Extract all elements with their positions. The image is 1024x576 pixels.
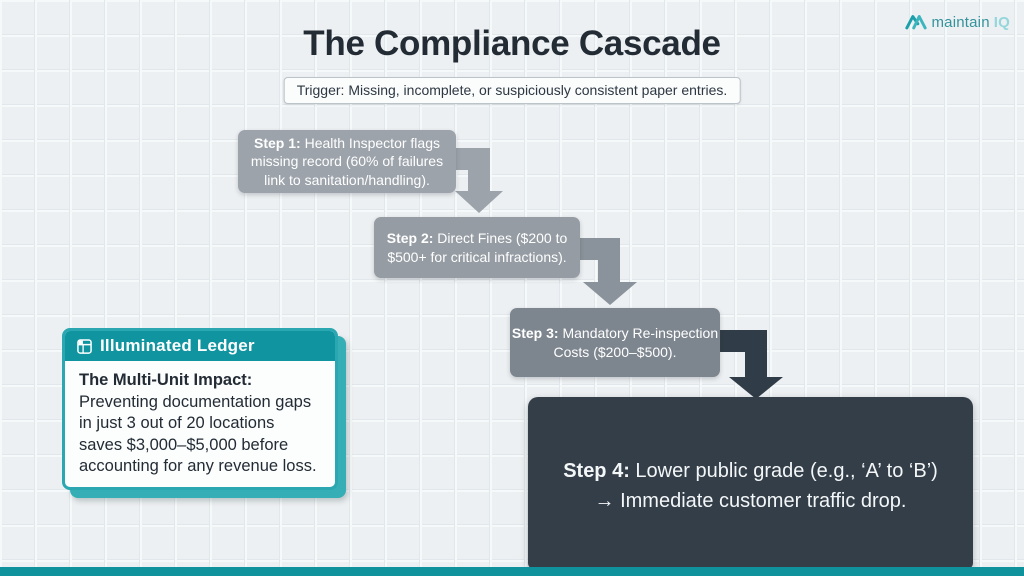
illuminated-ledger-card: Illuminated Ledger The Multi-Unit Impact… xyxy=(62,328,338,490)
step-3-box: Step 3: Mandatory Re-inspection Costs ($… xyxy=(510,308,720,377)
step-2-label: Step 2: xyxy=(386,230,434,246)
maintainiq-mark-icon xyxy=(905,15,928,30)
step-3-line: Step 3: Mandatory Re-inspection xyxy=(511,325,719,341)
step-3-line: Costs ($200–$500). xyxy=(553,343,677,360)
step-1-label: Step 1: xyxy=(254,134,301,151)
ledger-window-icon xyxy=(77,338,92,354)
logo-text-main: maintain xyxy=(931,13,990,31)
step-2-box: Step 2: Direct Fines ($200 to $500+ for … xyxy=(374,217,580,278)
callout-text: Preventing documentation gaps in just 3 … xyxy=(79,392,317,476)
step-1-line: missing record (60% of failures xyxy=(250,153,444,170)
bottom-accent-bar xyxy=(0,567,1024,576)
arrow-step2-to-step3-icon xyxy=(577,238,637,305)
trigger-banner: Trigger: Missing, incomplete, or suspici… xyxy=(283,77,741,104)
step-4-line: Step 4: Lower public grade (e.g., ‘A’ to… xyxy=(563,460,938,482)
page-title: The Compliance Cascade xyxy=(303,24,721,63)
arrow-step3-to-step4-icon xyxy=(716,330,783,399)
callout-heading: The Multi-Unit Impact: xyxy=(79,371,253,389)
logo-text-accent: IQ xyxy=(993,13,1010,31)
step-2-line: Step 2: Direct Fines ($200 to xyxy=(386,230,568,246)
arrow-step1-to-step2-icon xyxy=(452,148,503,213)
step-1-line: link to sanitation/handling). xyxy=(264,171,430,188)
illuminated-ledger-header: Illuminated Ledger xyxy=(65,331,335,361)
step-4-box: Step 4: Lower public grade (e.g., ‘A’ to… xyxy=(528,397,973,569)
step-4-label: Step 4: xyxy=(563,460,630,482)
step-1-box: Step 1: Health Inspector flags missing r… xyxy=(238,130,456,193)
step-4-line: → Immediate customer traffic drop. xyxy=(594,490,907,512)
illuminated-ledger-title: Illuminated Ledger xyxy=(100,336,255,355)
illuminated-ledger-body: The Multi-Unit Impact: Preventing docume… xyxy=(65,361,335,478)
step-3-label: Step 3: xyxy=(511,325,559,341)
step-1-line: Step 1: Health Inspector flags xyxy=(254,134,440,151)
step-2-line: $500+ for critical infractions). xyxy=(387,248,567,265)
